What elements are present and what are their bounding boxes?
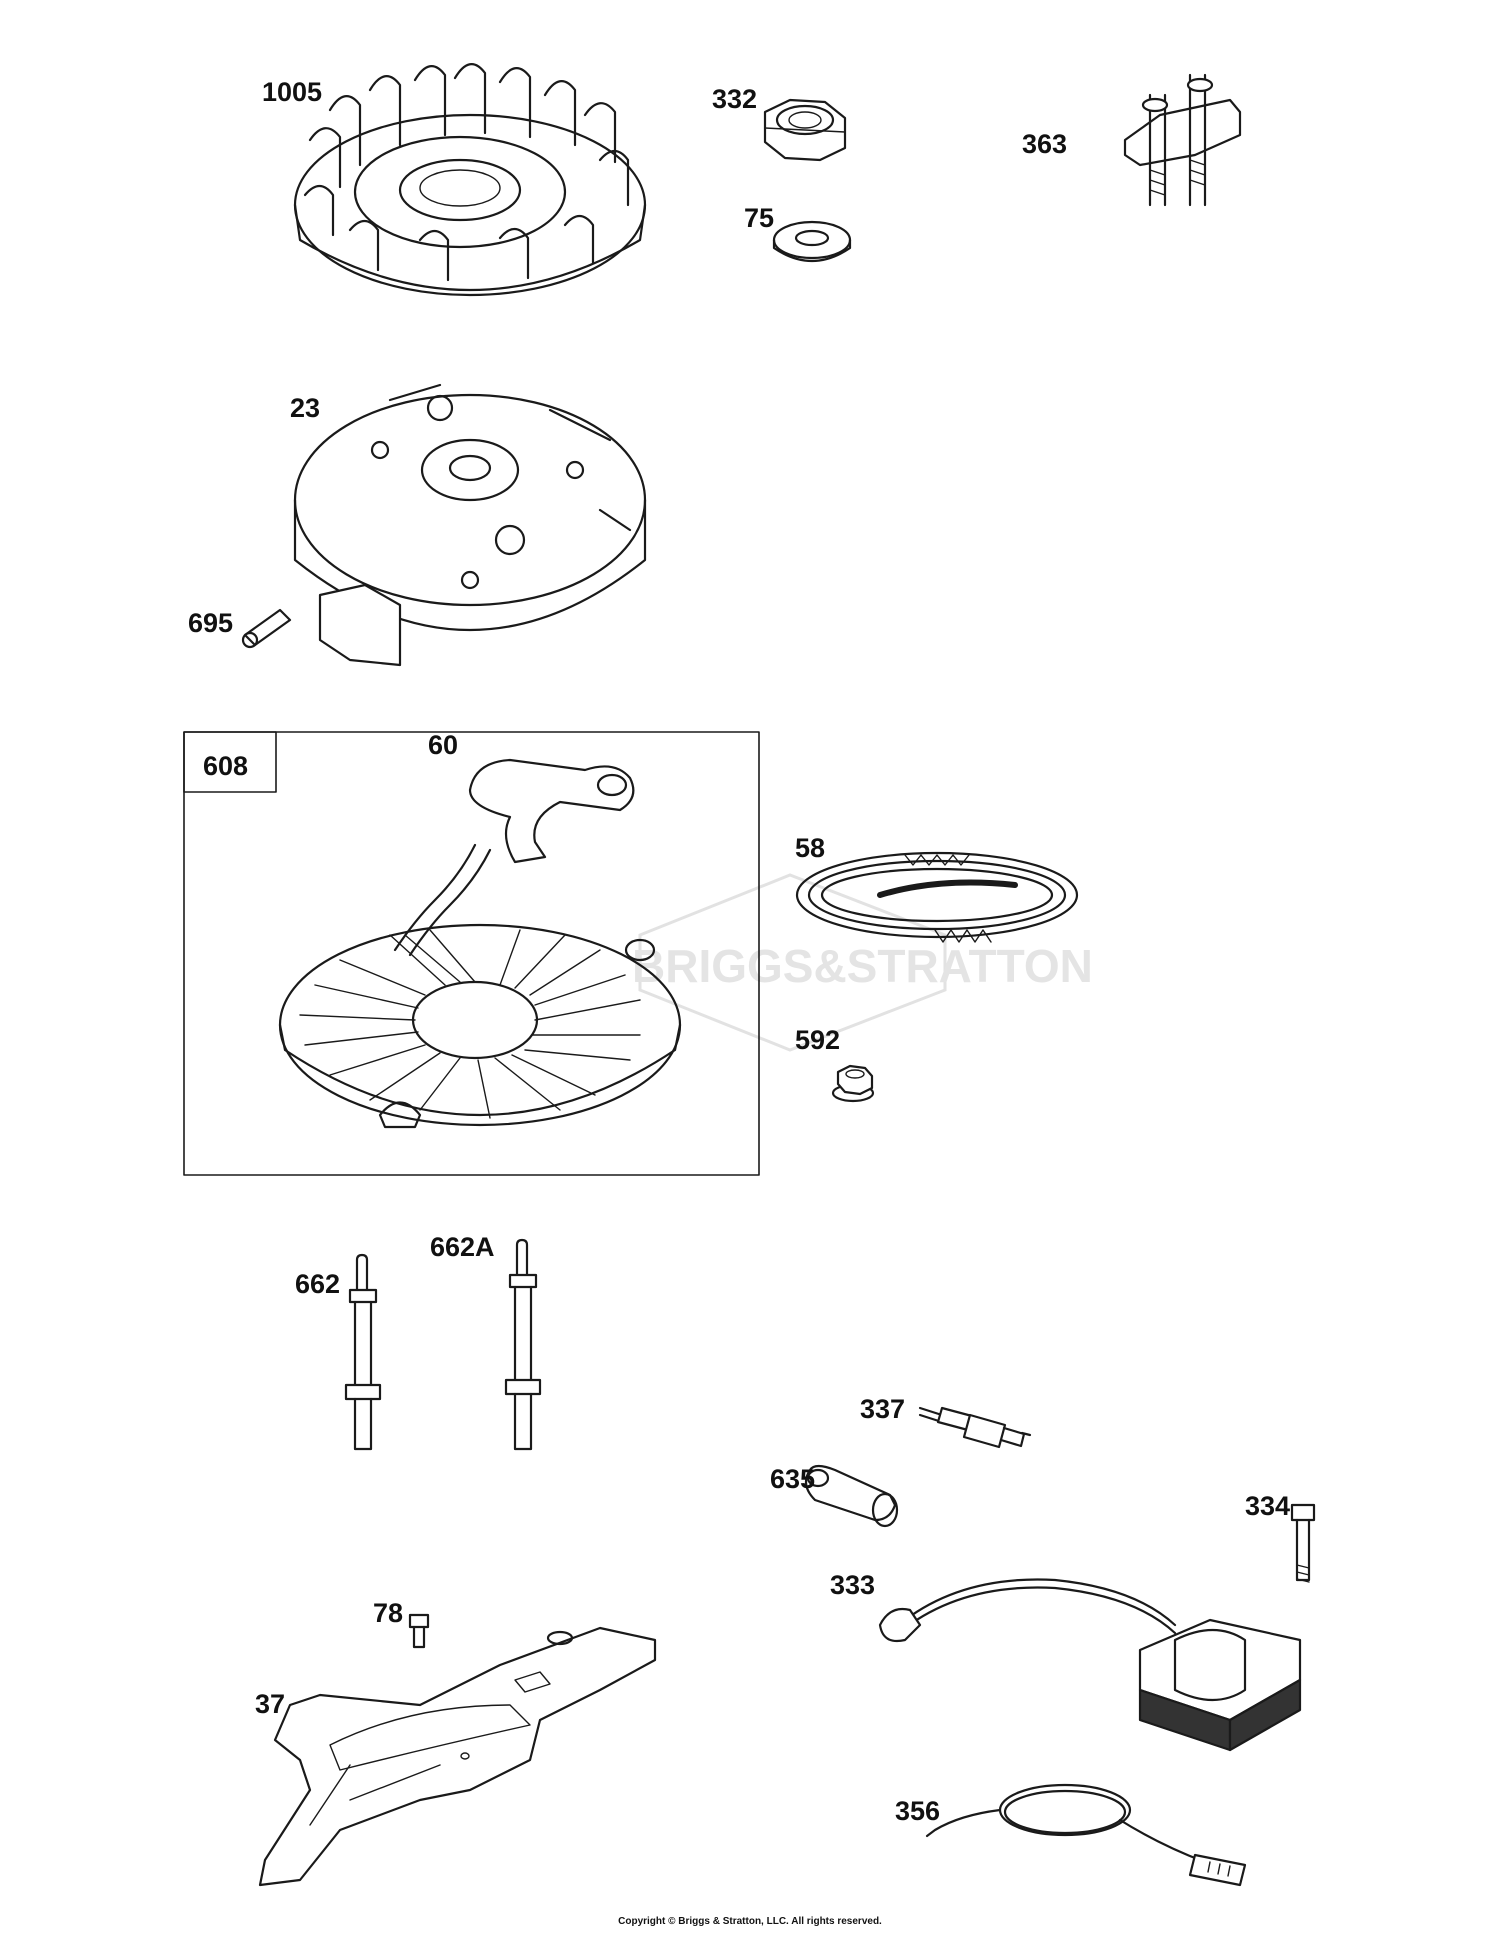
- part-label-58: 58: [795, 833, 825, 863]
- part-332-drawing: [763, 98, 847, 162]
- part-356-drawing: [925, 1783, 1247, 1887]
- watermark-text: BRIGGS&STRATTON: [632, 940, 1093, 992]
- part-662-drawing: [344, 1253, 382, 1451]
- part-label-333: 333: [830, 1570, 875, 1600]
- part-label-363: 363: [1022, 129, 1067, 159]
- part-label-37: 37: [255, 1689, 285, 1719]
- part-363-drawing: [1123, 73, 1242, 207]
- part-label-635: 635: [770, 1464, 815, 1494]
- part-label-60: 60: [428, 730, 458, 760]
- part-label-1005: 1005: [262, 77, 322, 107]
- part-label-662: 662: [295, 1269, 340, 1299]
- part-label-23: 23: [290, 393, 320, 423]
- part-695-drawing: [241, 608, 292, 649]
- part-337-drawing: [918, 1406, 1032, 1449]
- part-label-78: 78: [373, 1598, 403, 1628]
- part-label-334: 334: [1245, 1491, 1290, 1521]
- copyright-notice: Copyright © Briggs & Stratton, LLC. All …: [618, 1916, 882, 1927]
- part-label-592: 592: [795, 1025, 840, 1055]
- part-662A-drawing: [504, 1238, 542, 1451]
- part-37-drawing: [258, 1626, 657, 1887]
- part-23-drawing: [293, 383, 647, 667]
- part-592-drawing: [831, 1064, 875, 1103]
- part-58-drawing: [795, 851, 1079, 943]
- part-75-drawing: [772, 220, 852, 263]
- part-label-337: 337: [860, 1394, 905, 1424]
- part-334-drawing: [1290, 1503, 1316, 1583]
- part-label-332: 332: [712, 84, 757, 114]
- part-1005-drawing: [293, 63, 647, 297]
- watermark-logo: BRIGGS&STRATTON: [632, 873, 1093, 1052]
- kit-608-label: 608: [203, 751, 248, 781]
- part-333-drawing: [878, 1578, 1302, 1752]
- part-label-695: 695: [188, 608, 233, 638]
- part-label-662A: 662A: [430, 1232, 495, 1262]
- part-label-75: 75: [744, 203, 774, 233]
- part-60-drawing: [278, 758, 682, 1129]
- part-label-356: 356: [895, 1796, 940, 1826]
- kit-608-box: [183, 731, 760, 1176]
- part-78-drawing: [408, 1613, 430, 1649]
- part-635-drawing: [804, 1464, 899, 1528]
